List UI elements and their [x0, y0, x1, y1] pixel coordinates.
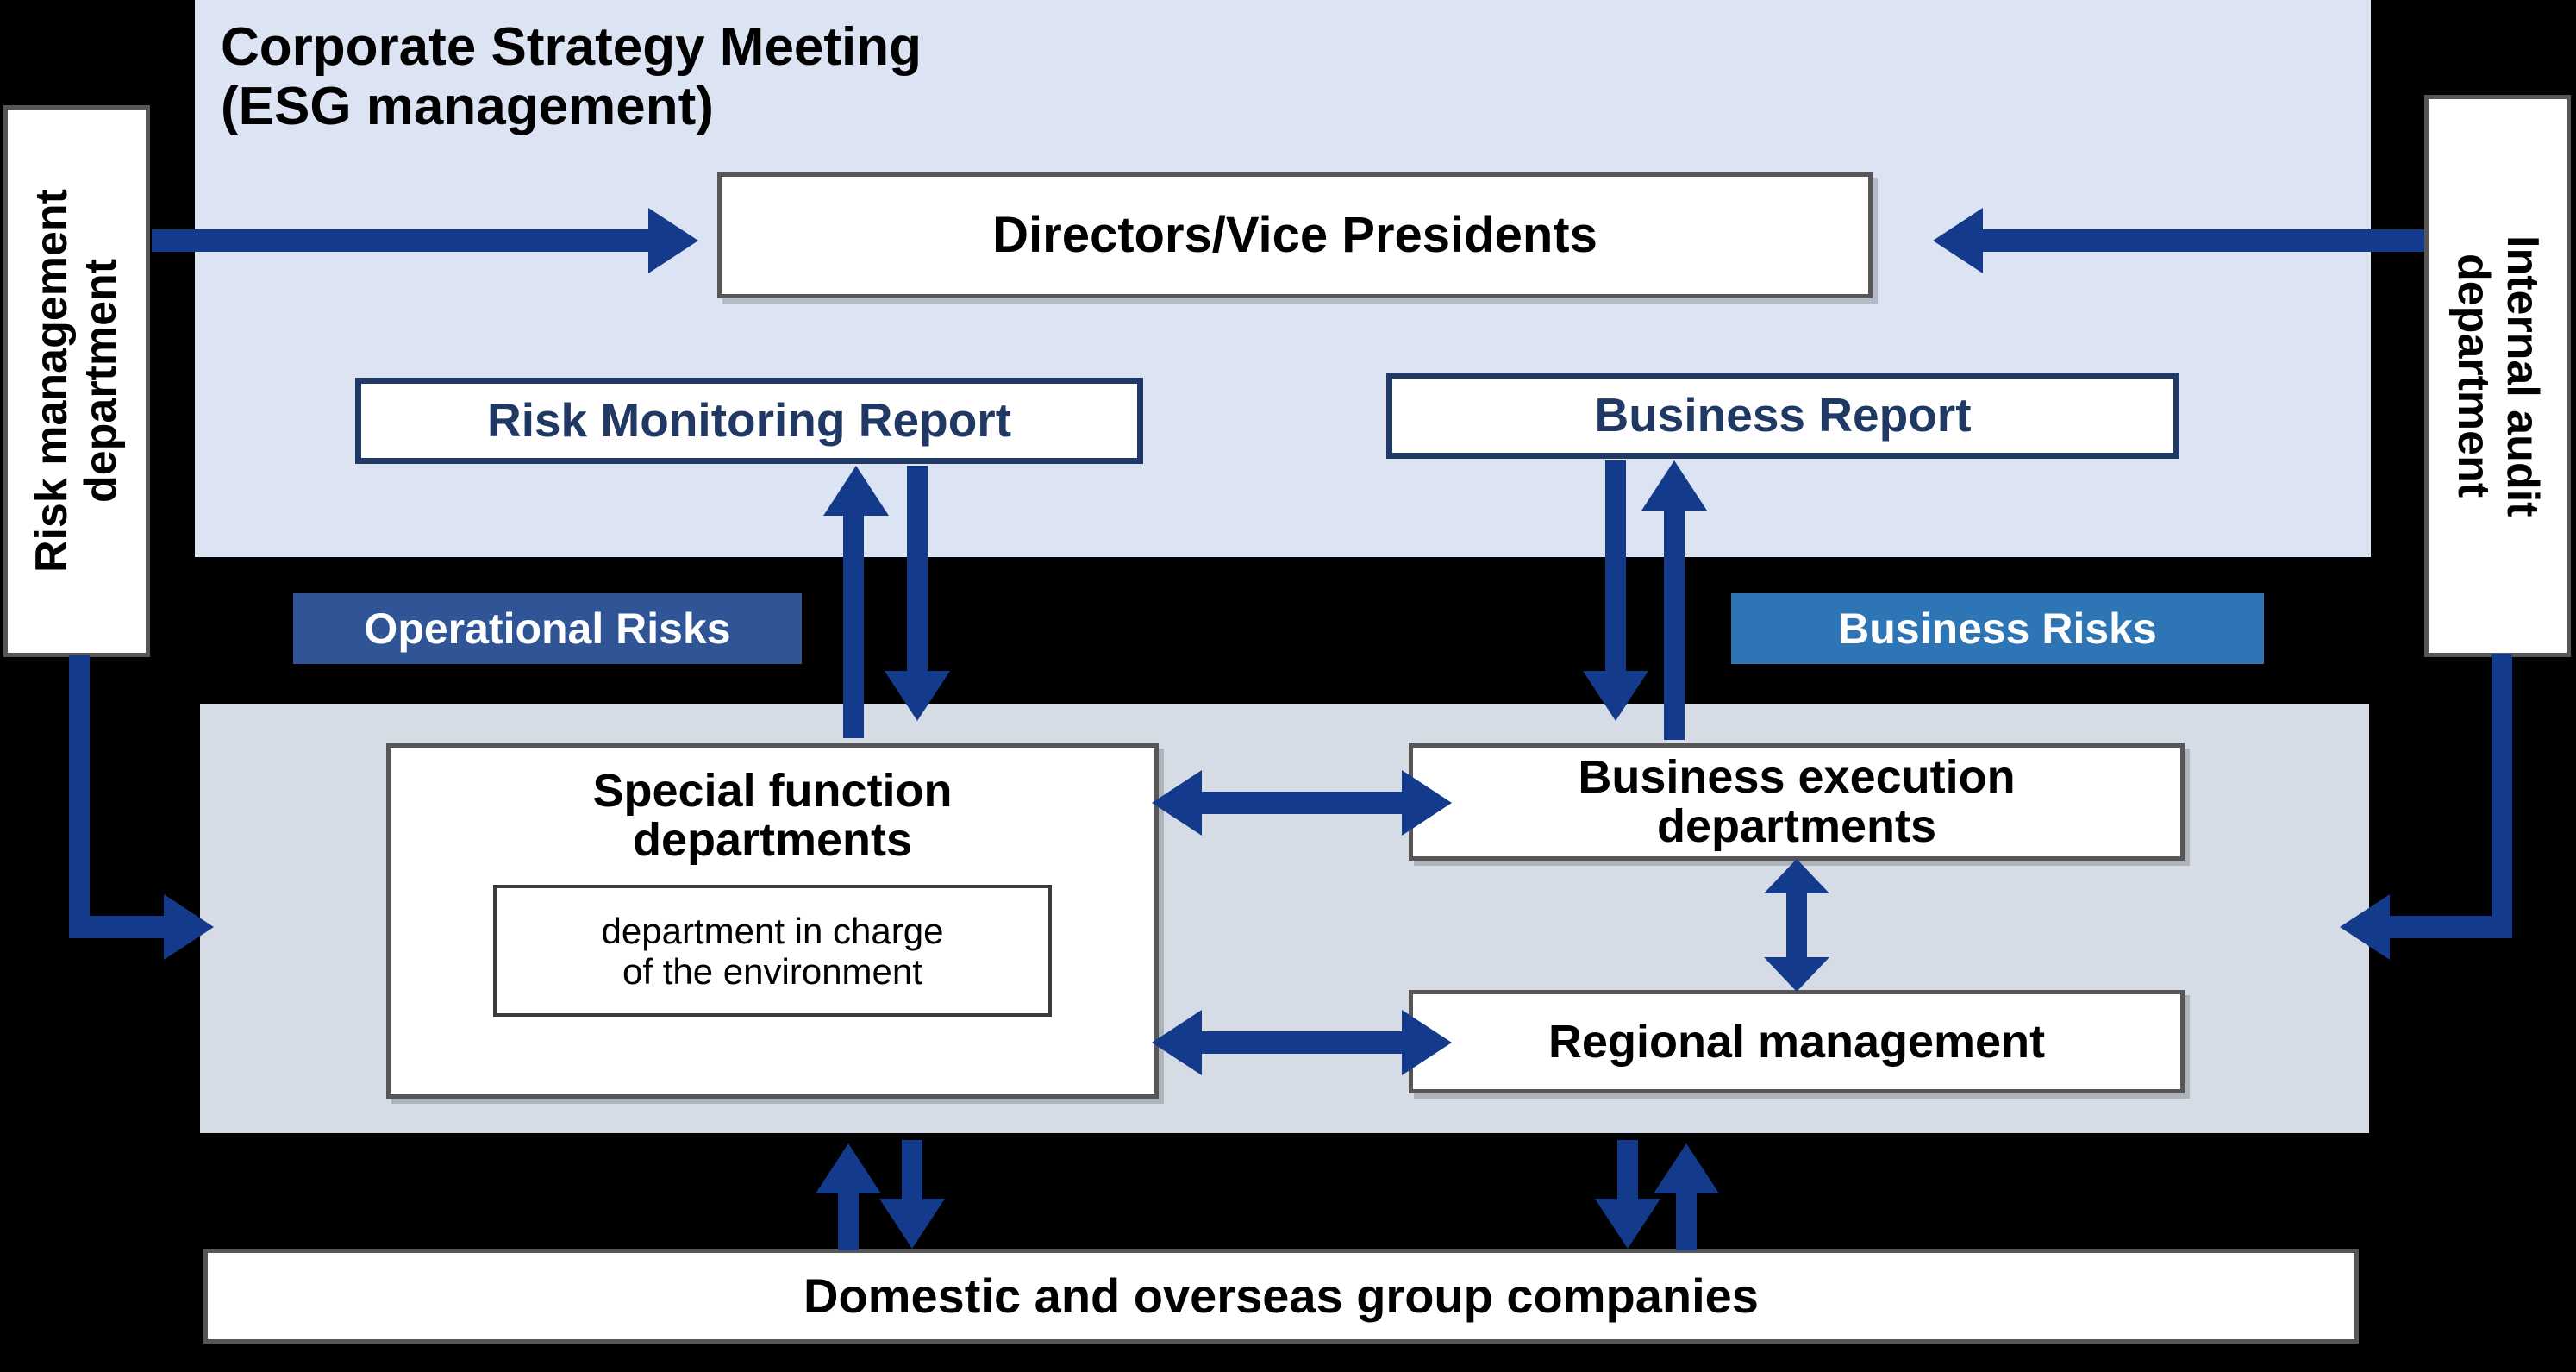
arrow-special-to-group-head — [879, 1199, 945, 1249]
arrow-audit-dept-elbow-vertical — [2492, 654, 2512, 931]
arrow-business-report-to-exec-shaft — [1605, 460, 1626, 674]
arrow-risk-report-to-special-func-shaft — [907, 466, 928, 673]
arrow-risk-report-to-special-func-head — [885, 671, 950, 721]
business-report-label: Business Report — [1594, 388, 1972, 442]
arrow-risk-dept-to-directors-head — [648, 208, 698, 273]
arrow-regional-to-group-shaft — [1617, 1140, 1638, 1202]
risk-monitoring-report-box[interactable]: Risk Monitoring Report — [355, 378, 1143, 464]
business-execution-departments-box[interactable]: Business execution departments — [1409, 743, 2185, 861]
arrow-special-to-regional-head-left — [1152, 1010, 1202, 1075]
business-risks-tag: Business Risks — [1731, 593, 2264, 664]
arrow-exec-to-business-report-head — [1641, 460, 1707, 511]
arrow-audit-dept-elbow-head — [2340, 894, 2390, 960]
arrow-risk-dept-elbow-head — [164, 894, 214, 960]
department-in-charge-of-environment-box[interactable]: department in charge of the environment — [493, 885, 1052, 1018]
risk-management-department-box[interactable]: Risk management department — [3, 105, 150, 657]
panel-heading: Corporate Strategy Meeting (ESG manageme… — [221, 17, 1428, 137]
arrow-exec-to-regional-shaft — [1786, 888, 1807, 968]
arrow-special-to-exec-head-right — [1402, 770, 1452, 836]
business-execution-departments-label: Business execution departments — [1578, 751, 2016, 852]
arrow-special-to-exec-shaft — [1197, 792, 1407, 814]
arrow-special-func-to-risk-report-shaft — [843, 514, 864, 738]
directors-vice-presidents-box[interactable]: Directors/Vice Presidents — [717, 172, 1873, 298]
arrow-special-to-group-shaft — [902, 1140, 922, 1202]
arrow-exec-to-business-report-shaft — [1664, 509, 1685, 740]
risk-monitoring-report-label: Risk Monitoring Report — [486, 393, 1012, 448]
group-companies-label: Domestic and overseas group companies — [803, 1268, 1759, 1323]
risk-management-department-label: Risk management department — [26, 189, 126, 573]
directors-vice-presidents-label: Directors/Vice Presidents — [992, 206, 1597, 263]
arrow-group-to-regional-head — [1654, 1143, 1719, 1193]
arrow-risk-dept-elbow-vertical — [69, 655, 90, 931]
arrow-audit-dept-elbow-horizontal — [2390, 916, 2512, 938]
operational-risks-label: Operational Risks — [364, 605, 731, 653]
regional-management-box[interactable]: Regional management — [1409, 990, 2185, 1093]
arrow-regional-to-group-head — [1595, 1199, 1660, 1249]
regional-management-label: Regional management — [1547, 1015, 2046, 1068]
business-risks-label: Business Risks — [1838, 605, 2157, 653]
arrow-special-to-regional-head-right — [1402, 1010, 1452, 1075]
arrow-exec-to-regional-head-up — [1764, 859, 1829, 893]
internal-audit-department-label: Internal audit department — [2448, 235, 2548, 517]
arrow-exec-to-regional-head-down — [1764, 957, 1829, 992]
arrow-audit-dept-to-directors-head — [1933, 208, 1983, 273]
arrow-business-report-to-exec-head — [1583, 671, 1648, 721]
arrow-special-to-regional-shaft — [1197, 1031, 1407, 1054]
arrow-group-to-regional-shaft — [1676, 1190, 1697, 1250]
special-function-departments-box[interactable]: Special function departments department … — [386, 743, 1159, 1099]
arrow-group-to-special-shaft — [838, 1190, 859, 1250]
arrow-audit-dept-to-directors-shaft — [1983, 229, 2424, 252]
special-function-departments-label: Special function departments — [592, 765, 953, 866]
group-companies-box[interactable]: Domestic and overseas group companies — [203, 1249, 2359, 1344]
arrow-special-func-to-risk-report-head — [823, 466, 889, 516]
panel-heading-line2: (ESG management) — [221, 77, 714, 137]
panel-heading-line1: Corporate Strategy Meeting — [221, 17, 922, 77]
business-report-box[interactable]: Business Report — [1386, 373, 2179, 459]
arrow-special-to-exec-head-left — [1152, 770, 1202, 836]
internal-audit-department-box[interactable]: Internal audit department — [2424, 95, 2571, 657]
arrow-group-to-special-head — [816, 1143, 881, 1193]
arrow-risk-dept-to-directors-shaft — [152, 229, 652, 252]
operational-risks-tag: Operational Risks — [293, 593, 802, 664]
